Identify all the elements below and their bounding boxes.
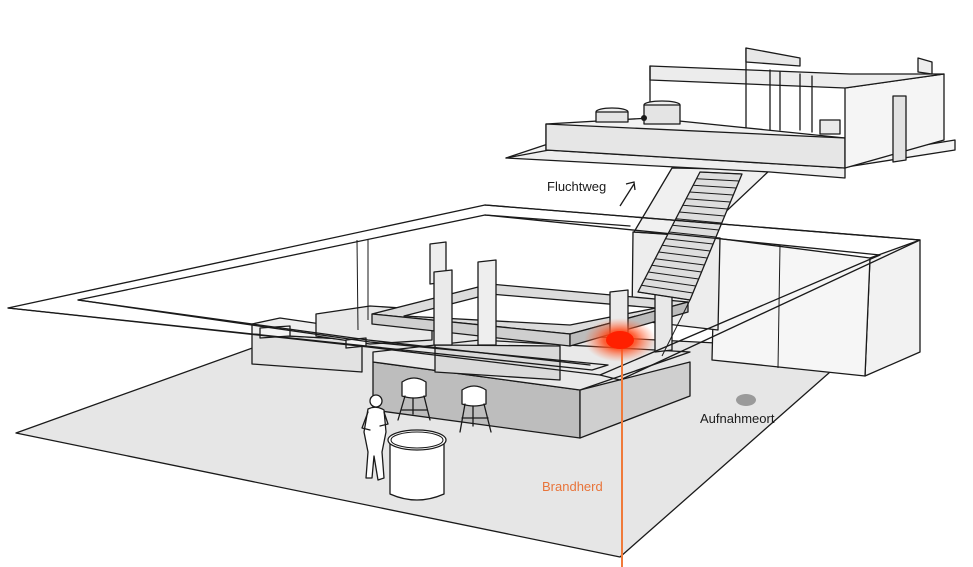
arrow-up-right-icon [619,181,636,207]
stair-tread [637,291,691,301]
stair-tread [651,264,702,273]
person-figure [361,394,389,481]
recording-location-label: Aufnahmeort [700,411,775,426]
stair-tread [641,284,693,294]
fire-origin-label: Brandherd [542,479,603,494]
stair-tread [658,251,708,259]
stair-tread [679,211,725,217]
stair-tread [682,204,728,210]
stair-tread [662,244,711,252]
stair-tread [665,238,714,245]
stair-tread [699,171,743,175]
stair-tread [689,191,734,196]
stair-tread [672,224,719,231]
upper-building [505,47,956,179]
stair-tread [686,198,731,203]
upper-floor-outline [7,204,921,381]
bar-stool-1 [397,377,431,421]
escape-route-label: Fluchtweg [547,179,606,194]
stair-tread [693,184,737,189]
stair-tread [696,178,740,182]
stair-tread [655,258,705,266]
stair-tread [644,278,696,287]
stair-tread [648,271,699,280]
location-dot-icon [736,394,756,406]
round-table [387,429,447,501]
stair-tread [675,218,722,224]
fire-origin [584,318,656,567]
stair-tread [668,231,717,238]
bar-stool-2 [459,385,492,433]
